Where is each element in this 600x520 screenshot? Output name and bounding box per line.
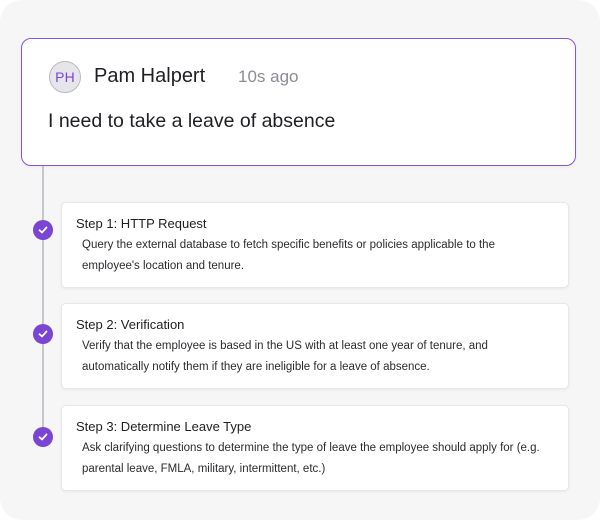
step-description: Verify that the employee is based in the… xyxy=(82,340,488,373)
step-title: Step 1: HTTP Request xyxy=(76,216,207,231)
step-2-check-icon xyxy=(33,324,53,344)
message-timestamp: 10s ago xyxy=(238,67,299,86)
step-card-3[interactable]: Step 3: Determine Leave Type Ask clarify… xyxy=(61,405,569,491)
step-description: Ask clarifying questions to determine th… xyxy=(82,442,540,475)
step-card-2[interactable]: Step 2: Verification Verify that the emp… xyxy=(61,303,569,389)
message-text: I need to take a leave of absence xyxy=(48,110,336,132)
message-author: Pam Halpert xyxy=(94,65,206,87)
avatar: PH xyxy=(49,61,81,93)
step-title: Step 3: Determine Leave Type xyxy=(76,419,252,434)
user-message-card: PH Pam Halpert 10s ago I need to take a … xyxy=(21,38,576,166)
step-title: Step 2: Verification xyxy=(76,317,185,332)
step-description: Query the external database to fetch spe… xyxy=(82,239,495,272)
step-3-check-icon xyxy=(33,427,53,447)
timeline-connector xyxy=(42,166,44,438)
step-card-1[interactable]: Step 1: HTTP Request Query the external … xyxy=(61,202,569,288)
step-1-check-icon xyxy=(33,220,53,240)
